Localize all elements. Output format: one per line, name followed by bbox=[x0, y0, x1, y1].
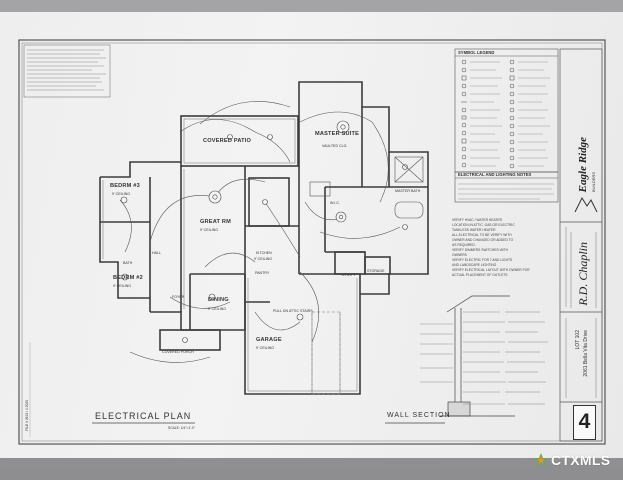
room-bedroom-2-ceiling: 9' CEILING bbox=[113, 284, 132, 288]
room-dining: DINING bbox=[208, 297, 229, 303]
note-line: AS REQUIRED. bbox=[452, 243, 476, 247]
sheet-number-box: 4 bbox=[573, 405, 596, 440]
room-great-rm-ceiling: 9' CEILING bbox=[200, 228, 219, 232]
room-storage: STORAGE bbox=[367, 269, 385, 273]
project-address: 2061 Bella Vita Drive bbox=[583, 330, 589, 377]
note-line: VERIFY ELECTRICAL LAYOUT WITH OWNER FOR bbox=[452, 268, 530, 272]
title-block bbox=[559, 48, 603, 442]
company-name: Eagle Ridge bbox=[577, 137, 589, 193]
room-foyer: FOYER bbox=[172, 295, 185, 299]
room-master-bath: MASTER BATH bbox=[395, 189, 421, 193]
note-line: VERIFY HVAC / WATER HEATER bbox=[452, 218, 503, 222]
symbol-legend-title: SYMBOL LEGEND bbox=[458, 50, 495, 55]
general-notes-box bbox=[23, 44, 111, 98]
electrical-notes-title: ELECTRICAL AND LIGHTING NOTES bbox=[458, 172, 532, 177]
sheet-number: 4 bbox=[578, 410, 591, 433]
side-strip-text: FILE # 2615 / 4 2025 bbox=[25, 400, 29, 431]
wiring-arcs bbox=[119, 101, 401, 363]
ctxmls-logo-icon bbox=[534, 453, 548, 467]
note-line: OWNER AND CHANGED OR ADDED TO bbox=[452, 238, 514, 242]
room-covered-patio: COVERED PATIO bbox=[203, 138, 252, 144]
note-line: VERIFY ELECTRIC FOR 7 AND LIGHTS bbox=[452, 258, 513, 262]
room-great-rm: GREAT RM bbox=[200, 219, 232, 225]
room-master-suite: MASTER SUITE bbox=[315, 131, 360, 137]
room-wic: W.I.C. bbox=[330, 201, 340, 205]
plan-title: ELECTRICAL PLAN bbox=[95, 411, 192, 421]
room-garage-ceiling: 9' CEILING bbox=[256, 346, 275, 350]
room-pantry: PANTRY bbox=[255, 271, 270, 275]
room-bath: BATH bbox=[123, 261, 133, 265]
plan-scale: SCALE: 1/4"=1'-0" bbox=[168, 426, 195, 430]
floor-plan-drawing bbox=[18, 39, 606, 445]
room-utility: UTILITY bbox=[342, 273, 356, 277]
room-hall: HALL bbox=[152, 251, 161, 255]
client-name: R.D. Chaplin bbox=[576, 242, 590, 306]
light-fixtures bbox=[120, 120, 408, 343]
company-sub: BUILDERS bbox=[591, 172, 596, 193]
note-line: LOCATION IN ATTIC. GAS OR ELECTRIC bbox=[452, 223, 515, 227]
mls-watermark: CTXMLS bbox=[534, 452, 610, 468]
section-title: WALL SECTION bbox=[387, 412, 451, 419]
room-bedroom-3-ceiling: 9' CEILING bbox=[112, 192, 131, 196]
room-bedroom-2: BEDRM #2 bbox=[113, 275, 143, 281]
room-kitchen: KITCHEN bbox=[256, 251, 272, 255]
symbol-legend-box bbox=[454, 48, 559, 203]
watermark-text: CTXMLS bbox=[551, 452, 611, 468]
room-kitchen-ceiling: 9' CEILING bbox=[254, 257, 273, 261]
blueprint-sheet: COVERED PATIO MASTER SUITE VAULTED CLG. … bbox=[0, 12, 623, 458]
room-bedroom-3: BEDRM #3 bbox=[110, 183, 140, 189]
room-master-suite-ceiling: VAULTED CLG. bbox=[322, 144, 348, 148]
room-garage: GARAGE bbox=[256, 337, 282, 343]
room-pull-down-attic: PULL DN ATTIC STAIRS bbox=[273, 309, 313, 313]
note-line: TANKLESS WATER HEATER bbox=[452, 228, 496, 232]
electrical-notes-list: VERIFY HVAC / WATER HEATER LOCATION IN A… bbox=[452, 218, 530, 278]
wall-section-drawing bbox=[420, 295, 515, 417]
lot-number: LOT 102 bbox=[575, 330, 581, 350]
note-line: ACTUAL PLACEMENT OF OUTLETS bbox=[452, 273, 508, 277]
room-covered-porch: COVERED PORCH bbox=[162, 350, 194, 354]
note-line: AND LANDSCAPE LIGHTING bbox=[452, 263, 497, 267]
note-line: VERIFY DIMMERS SWITCHES WITH bbox=[452, 248, 508, 252]
room-dining-ceiling: 9' CEILING bbox=[208, 307, 227, 311]
floor-plan-walls bbox=[99, 81, 429, 395]
note-line: ALL ELECTRICAL TO BE VERIFY WITH bbox=[452, 233, 512, 237]
note-line: OWNERS bbox=[452, 253, 467, 257]
